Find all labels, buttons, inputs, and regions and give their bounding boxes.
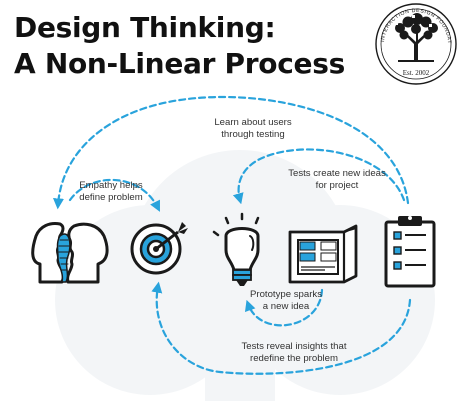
lightbulb-icon bbox=[212, 212, 260, 286]
title-line-1: Design Thinking: bbox=[14, 11, 276, 44]
two-heads-icon bbox=[31, 222, 109, 284]
caption-line: Empathy helps bbox=[79, 180, 143, 191]
caption-line: Prototype sparks bbox=[250, 289, 322, 300]
caption-tests-reveal-insights: Tests reveal insights that redefine the … bbox=[224, 341, 364, 365]
caption-line: Tests create new ideas bbox=[288, 168, 386, 179]
caption-tests-create-ideas: Tests create new ideas for project bbox=[277, 168, 397, 192]
arrow-tests-ideas bbox=[232, 148, 406, 205]
caption-line: a new idea bbox=[262, 301, 310, 312]
arrow-learn-users bbox=[52, 95, 410, 210]
caption-learn-about-users: Learn about users through testing bbox=[203, 117, 303, 141]
caption-line: through testing bbox=[221, 129, 285, 140]
caption-empathy-helps: Empathy helps define problem bbox=[66, 180, 156, 204]
arrow-prototype-idea bbox=[245, 288, 324, 327]
clipboard-icon bbox=[384, 216, 436, 288]
arrow-empathy-define bbox=[68, 178, 160, 212]
caption-line: define problem bbox=[79, 192, 143, 203]
svg-text:Est. 2002: Est. 2002 bbox=[403, 69, 430, 77]
title-line-2: A Non-Linear Process bbox=[14, 47, 345, 80]
caption-line: Tests reveal insights that bbox=[241, 341, 347, 352]
blueprint-icon bbox=[288, 224, 358, 284]
target-icon bbox=[130, 222, 188, 275]
caption-prototype-sparks: Prototype sparks a new idea bbox=[238, 289, 334, 313]
caption-line: redefine the problem bbox=[250, 353, 338, 364]
arrow-insights bbox=[151, 281, 412, 375]
caption-line: Learn about users bbox=[214, 117, 292, 128]
caption-line: for project bbox=[315, 180, 359, 191]
